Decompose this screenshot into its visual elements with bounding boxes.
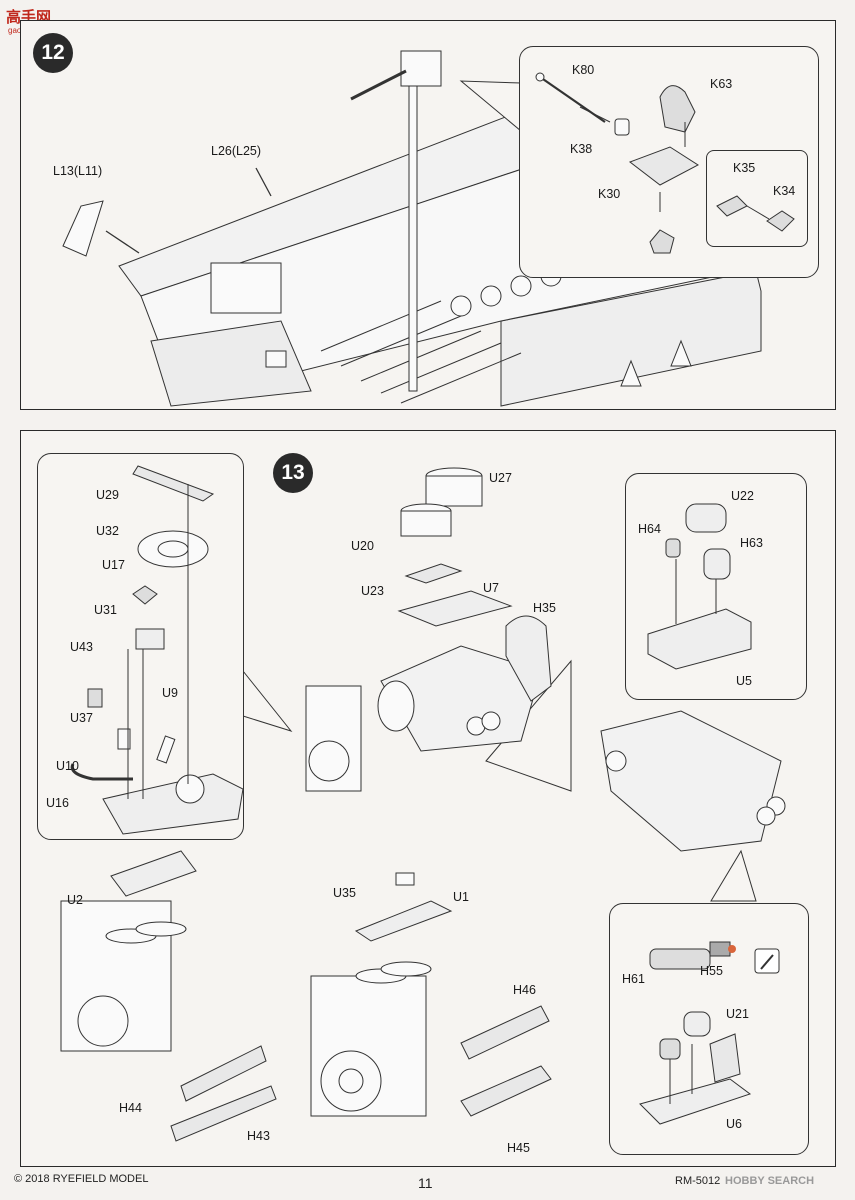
label-K63: K63 [710,77,733,91]
label-U29: U29 [96,488,119,502]
label-U37: U37 [70,711,93,725]
label-U20: U20 [351,539,374,553]
pump-detail-drawing [70,465,243,835]
label-H45: H45 [507,1141,530,1155]
pump-detail-inset: U29 U32 U17 U31 U43 U9 U37 U10 U16 [37,453,244,840]
label-U21: U21 [726,1007,749,1021]
label-U6: U6 [726,1117,742,1131]
label-L13: L13(L11) [53,164,103,178]
label-H63: H63 [740,536,763,550]
footer-product-code: RM-5012 [675,1175,721,1187]
label-U9: U9 [162,686,178,700]
label-U35: U35 [333,886,356,900]
label-U43: U43 [70,640,93,654]
label-L26: L26(L25) [211,144,262,158]
label-K34: K34 [773,184,796,198]
label-U23: U23 [361,584,384,598]
label-K35: K35 [733,161,756,175]
mount-detail-drawing [535,72,699,254]
label-U16: U16 [46,796,69,810]
step-13-panel: 13 U27 U20 U23 U7 H35 U29 [20,430,836,1167]
airbox-detail-inset: U22 H64 H63 U5 [625,473,807,700]
label-U5: U5 [736,674,752,688]
label-H44: H44 [119,1101,142,1115]
label-K30: K30 [598,187,621,201]
k34-detail-drawing [716,195,795,232]
label-H35: H35 [533,601,556,615]
footer-site-watermark: HOBBY SEARCH [725,1175,815,1187]
footer-copyright: © 2018 RYEFIELD MODEL [14,1173,149,1185]
label-H61: H61 [622,972,645,986]
label-U31: U31 [94,603,117,617]
label-U27: U27 [489,471,512,485]
step-12-panel: L13(L11) L26(L25) K80 K63 K38 K30 [20,20,836,410]
stand-detail-drawing [639,941,780,1125]
label-U10: U10 [56,759,79,773]
stand-detail-inset: H55 H61 U21 U6 [609,903,809,1155]
label-H46: H46 [513,983,536,997]
airbox-detail-drawing [647,503,752,670]
step-13-badge: 13 [273,453,313,493]
label-U22: U22 [731,489,754,503]
label-U7: U7 [483,581,499,595]
label-H43: H43 [247,1129,270,1143]
label-K38: K38 [570,142,593,156]
label-U32: U32 [96,524,119,538]
page-number: 11 [418,1175,433,1191]
step-12-detail-inset: K80 K63 K38 K30 K35 K34 [519,46,819,278]
label-K80: K80 [572,63,595,77]
step-12-badge: 12 [33,33,73,73]
step-12-subdetail-inset: K35 K34 [706,150,808,247]
engine-assembly-drawing [60,467,786,1142]
airbox-outer-inset: U22 H64 H63 U5 [569,453,827,1155]
label-H64: H64 [638,522,661,536]
label-H55: H55 [700,964,723,978]
label-U17: U17 [102,558,125,572]
label-U2: U2 [67,893,83,907]
label-U1: U1 [453,890,469,904]
